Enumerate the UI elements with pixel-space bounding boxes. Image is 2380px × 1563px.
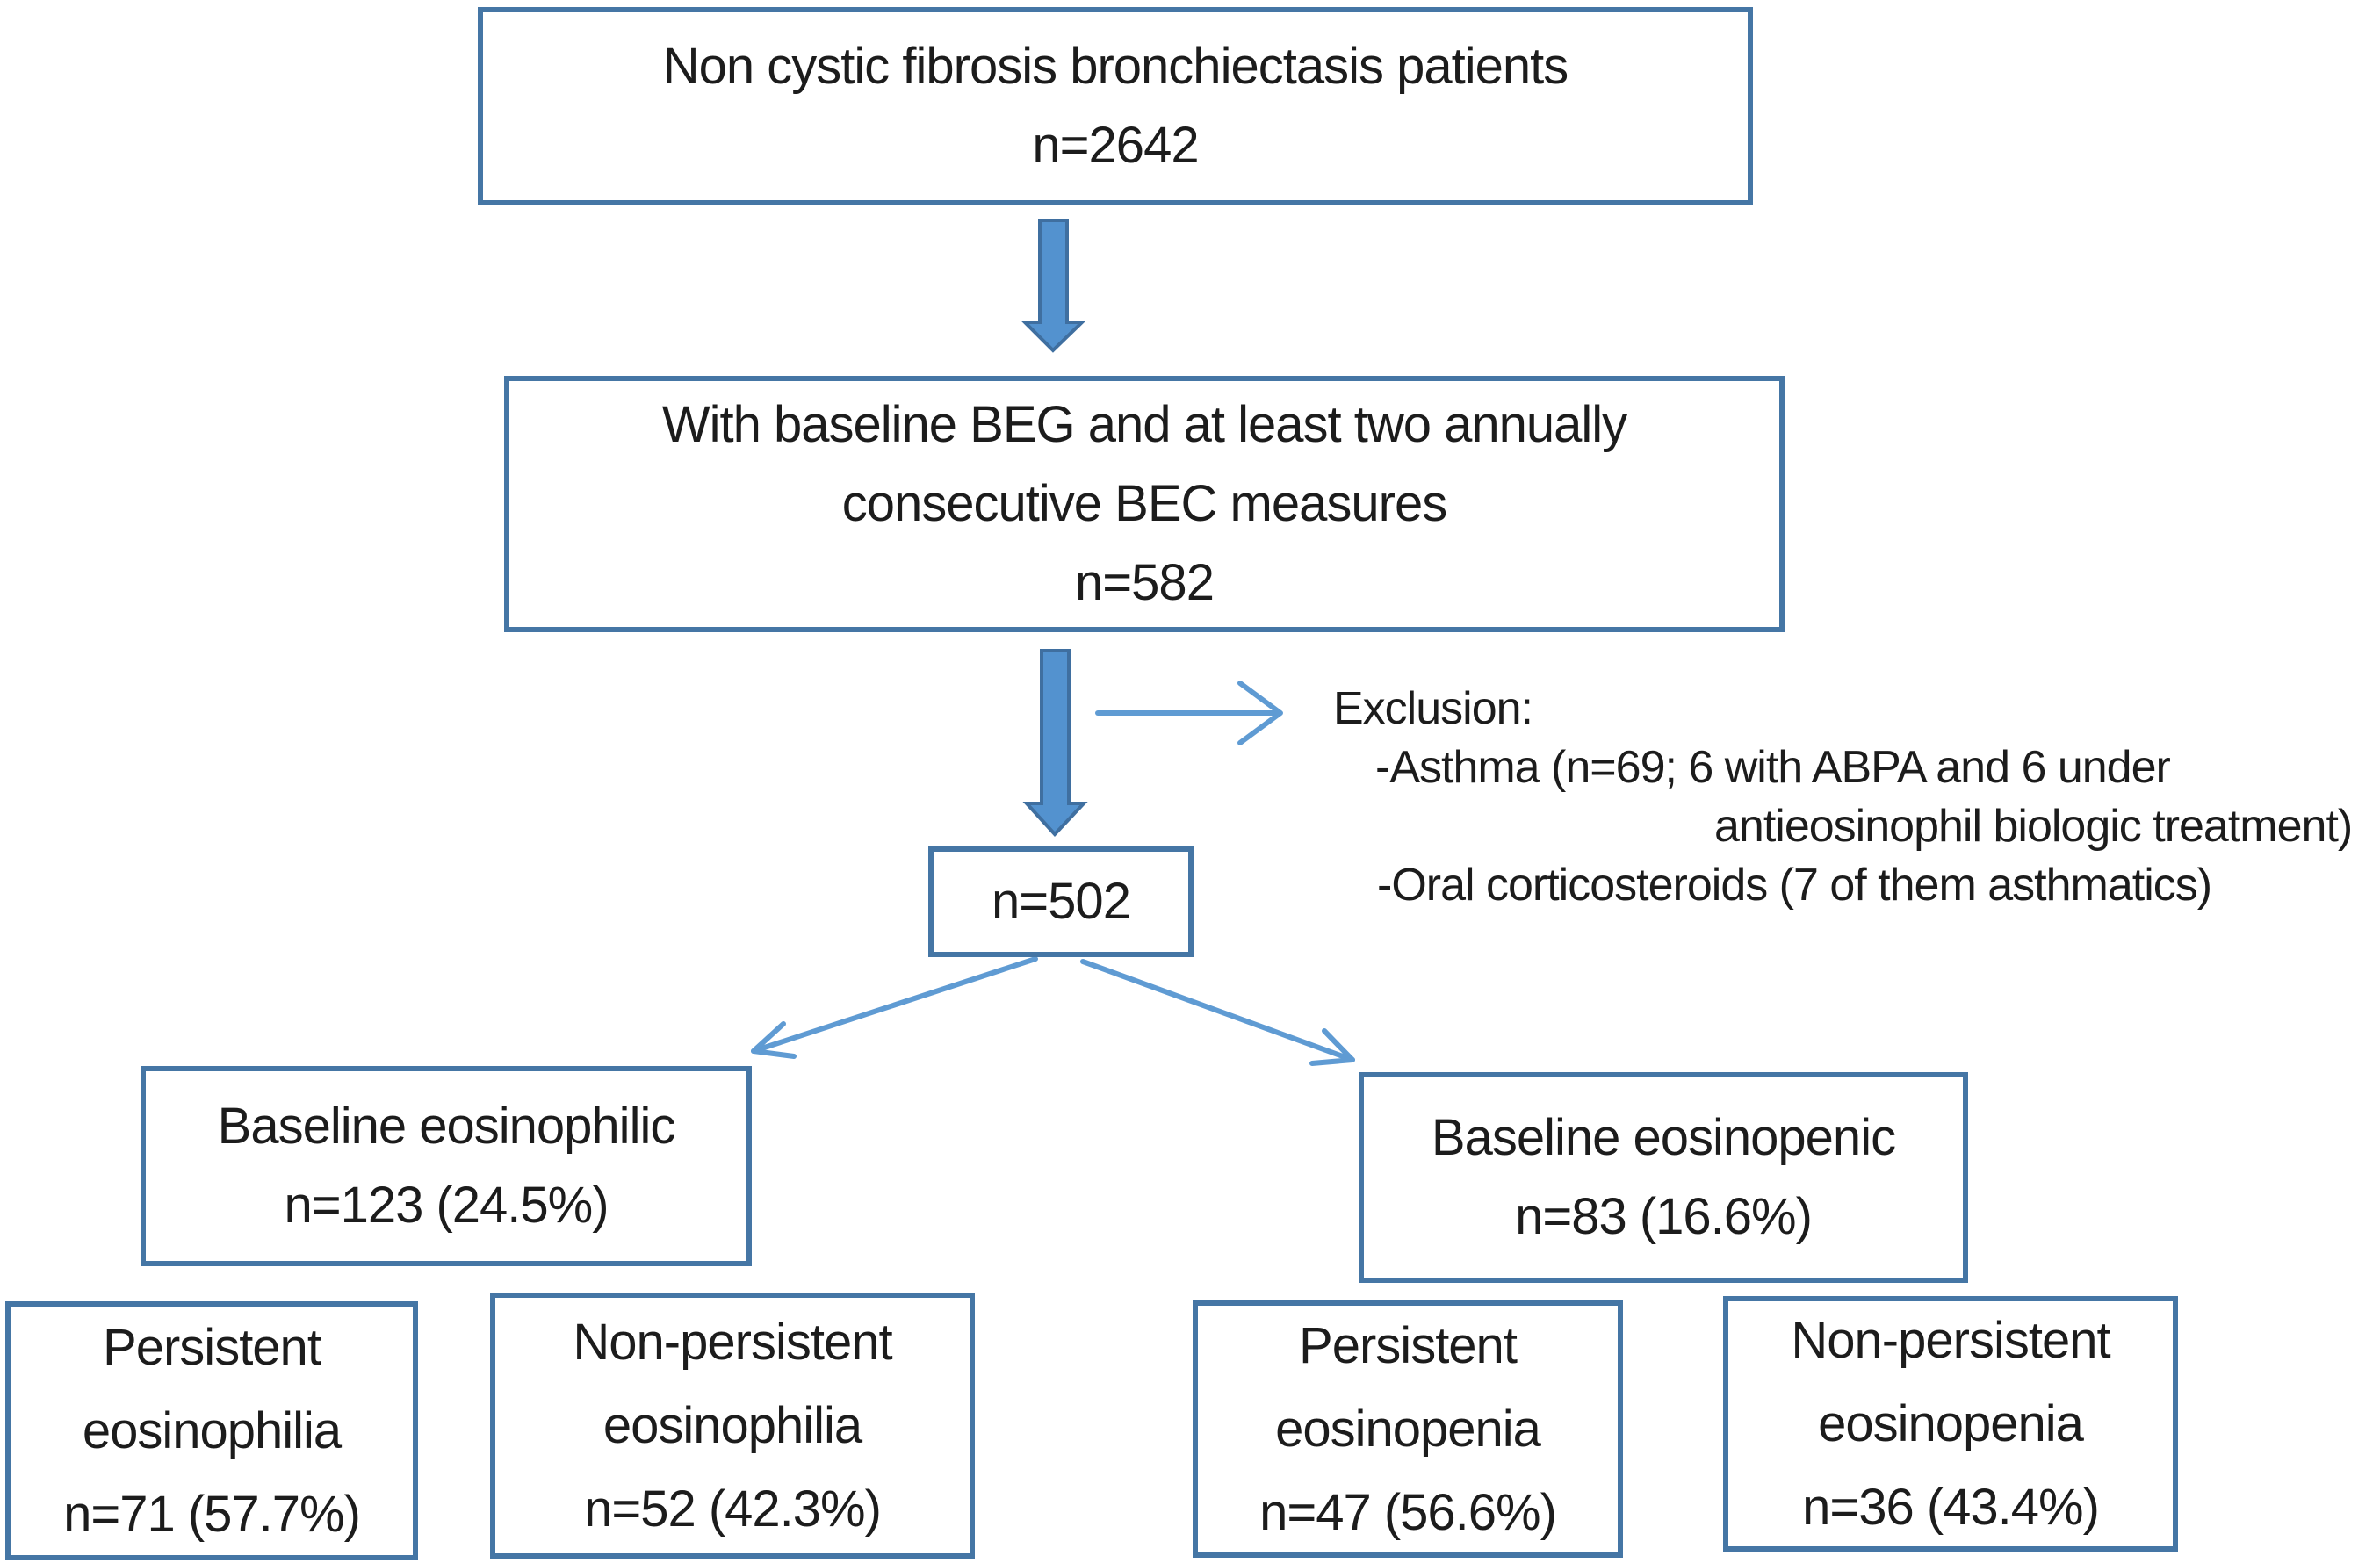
box-nonpersistent-eosinopenia: Non-persistent eosinopenia n=36 (43.4%) bbox=[1723, 1296, 2178, 1552]
box-nonpersistent-eosinophilia: Non-persistent eosinophilia n=52 (42.3%) bbox=[490, 1293, 975, 1559]
box-text-line: Non cystic fibrosis bronchiectasis patie… bbox=[662, 38, 1569, 95]
box-text-line: Persistent bbox=[103, 1319, 321, 1376]
box-inclusion-criteria: With baseline BEG and at least two annua… bbox=[504, 376, 1785, 632]
branch-arrow-right bbox=[1080, 959, 1355, 1066]
box-text-line: consecutive BEC measures bbox=[841, 475, 1447, 532]
exclusion-item-asthma-wrap: antieosinophil biologic treatment) bbox=[1714, 801, 2353, 852]
box-text-line: Non-persistent bbox=[573, 1314, 892, 1371]
box-total-patients: Non cystic fibrosis bronchiectasis patie… bbox=[478, 7, 1753, 205]
box-text-line: eosinophilia bbox=[602, 1397, 862, 1454]
box-count: n=582 bbox=[1075, 554, 1215, 611]
box-persistent-eosinopenia: Persistent eosinopenia n=47 (56.6%) bbox=[1193, 1300, 1623, 1558]
exclusion-note: Exclusion: -Asthma (n=69; 6 with ABPA an… bbox=[1333, 680, 2353, 915]
box-count: n=2642 bbox=[1032, 117, 1199, 174]
box-text-line: With baseline BEG and at least two annua… bbox=[661, 396, 1627, 453]
box-text-line: eosinophilia bbox=[82, 1402, 342, 1459]
box-count: n=502 bbox=[992, 873, 1131, 930]
box-included-patients: n=502 bbox=[928, 846, 1194, 957]
box-count: n=47 (56.6%) bbox=[1259, 1484, 1557, 1541]
box-text-line: eosinopenia bbox=[1275, 1401, 1541, 1458]
box-text-line: eosinopenia bbox=[1818, 1395, 2084, 1452]
down-block-arrow-2 bbox=[1022, 649, 1088, 837]
branch-arrow-left bbox=[751, 956, 1038, 1059]
exclusion-item-corticosteroids: -Oral corticosteroids (7 of them asthmat… bbox=[1377, 860, 2212, 911]
box-baseline-eosinopenic: Baseline eosinopenic n=83 (16.6%) bbox=[1359, 1072, 1968, 1283]
box-text-line: Persistent bbox=[1299, 1317, 1518, 1374]
box-count: n=123 (24.5%) bbox=[284, 1177, 609, 1234]
box-baseline-eosinophilic: Baseline eosinophilic n=123 (24.5%) bbox=[141, 1066, 752, 1266]
box-count: n=52 (42.3%) bbox=[584, 1480, 882, 1538]
down-block-arrow-1 bbox=[1021, 219, 1086, 353]
exclusion-title: Exclusion: bbox=[1333, 683, 1533, 734]
box-persistent-eosinophilia: Persistent eosinophilia n=71 (57.7%) bbox=[5, 1301, 418, 1560]
exclusion-arrow bbox=[1095, 681, 1283, 745]
box-count: n=71 (57.7%) bbox=[63, 1486, 361, 1543]
box-text-line: Baseline eosinophilic bbox=[217, 1098, 676, 1155]
box-text-line: Non-persistent bbox=[1791, 1312, 2110, 1369]
box-text-line: Baseline eosinopenic bbox=[1431, 1109, 1896, 1166]
exclusion-item-asthma: -Asthma (n=69; 6 with ABPA and 6 under bbox=[1375, 742, 2171, 793]
box-count: n=83 (16.6%) bbox=[1515, 1188, 1813, 1245]
box-count: n=36 (43.4%) bbox=[1802, 1479, 2100, 1536]
